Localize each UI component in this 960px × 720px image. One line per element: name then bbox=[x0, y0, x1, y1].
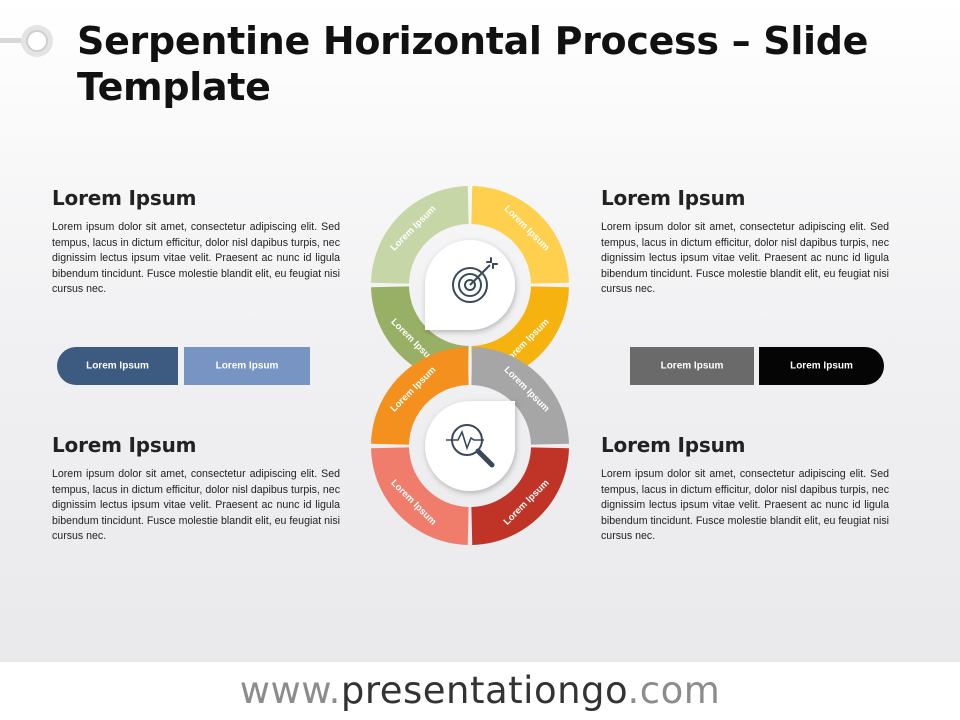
block-heading: Lorem Ipsum bbox=[601, 433, 746, 457]
step-label: Lorem Ipsum bbox=[790, 361, 853, 372]
step-12-bar bbox=[759, 347, 884, 385]
footer: www.presentationgo.com bbox=[0, 662, 960, 720]
block-heading: Lorem Ipsum bbox=[52, 433, 197, 457]
footer-brand: presentationgo bbox=[340, 669, 628, 712]
target-icon bbox=[452, 257, 498, 303]
slide: Serpentine Horizontal Process – Slide Te… bbox=[0, 19, 889, 545]
block-body: Lorem ipsum dolor sit amet, consectetur … bbox=[601, 221, 889, 296]
text-block-top-right: Lorem Ipsum Lorem ipsum dolor sit amet, … bbox=[601, 186, 889, 298]
step-1-bar bbox=[57, 347, 178, 385]
text-block-bottom-right: Lorem Ipsum Lorem ipsum dolor sit amet, … bbox=[601, 433, 889, 545]
pushpin-icon bbox=[0, 25, 53, 57]
page-title: Serpentine Horizontal Process – Slide Te… bbox=[77, 19, 869, 109]
block-heading: Lorem Ipsum bbox=[601, 186, 746, 210]
step-2-bar bbox=[184, 347, 310, 385]
block-body: Lorem ipsum dolor sit amet, consectetur … bbox=[601, 468, 889, 543]
block-body: Lorem ipsum dolor sit amet, consectetur … bbox=[52, 468, 340, 543]
step-label: Lorem Ipsum bbox=[86, 361, 149, 372]
step-8-arc bbox=[371, 447, 469, 545]
step-11-bar bbox=[630, 347, 754, 385]
badge-lower bbox=[425, 401, 515, 491]
step-4-arc bbox=[371, 186, 469, 284]
block-body: Lorem ipsum dolor sit amet, consectetur … bbox=[52, 221, 340, 296]
analytics-magnifier-icon bbox=[446, 424, 495, 468]
footer-prefix: www. bbox=[239, 669, 341, 712]
step-label: Lorem Ipsum bbox=[216, 361, 279, 372]
text-block-top-left: Lorem Ipsum Lorem ipsum dolor sit amet, … bbox=[52, 186, 340, 298]
step-7-arc bbox=[371, 347, 469, 445]
step-5-arc bbox=[471, 186, 569, 284]
text-block-bottom-left: Lorem Ipsum Lorem ipsum dolor sit amet, … bbox=[52, 433, 340, 545]
step-9-arc bbox=[471, 447, 569, 545]
block-heading: Lorem Ipsum bbox=[52, 186, 197, 210]
step-label: Lorem Ipsum bbox=[661, 361, 724, 372]
step-10-arc bbox=[471, 347, 569, 445]
footer-suffix: .com bbox=[627, 669, 721, 712]
